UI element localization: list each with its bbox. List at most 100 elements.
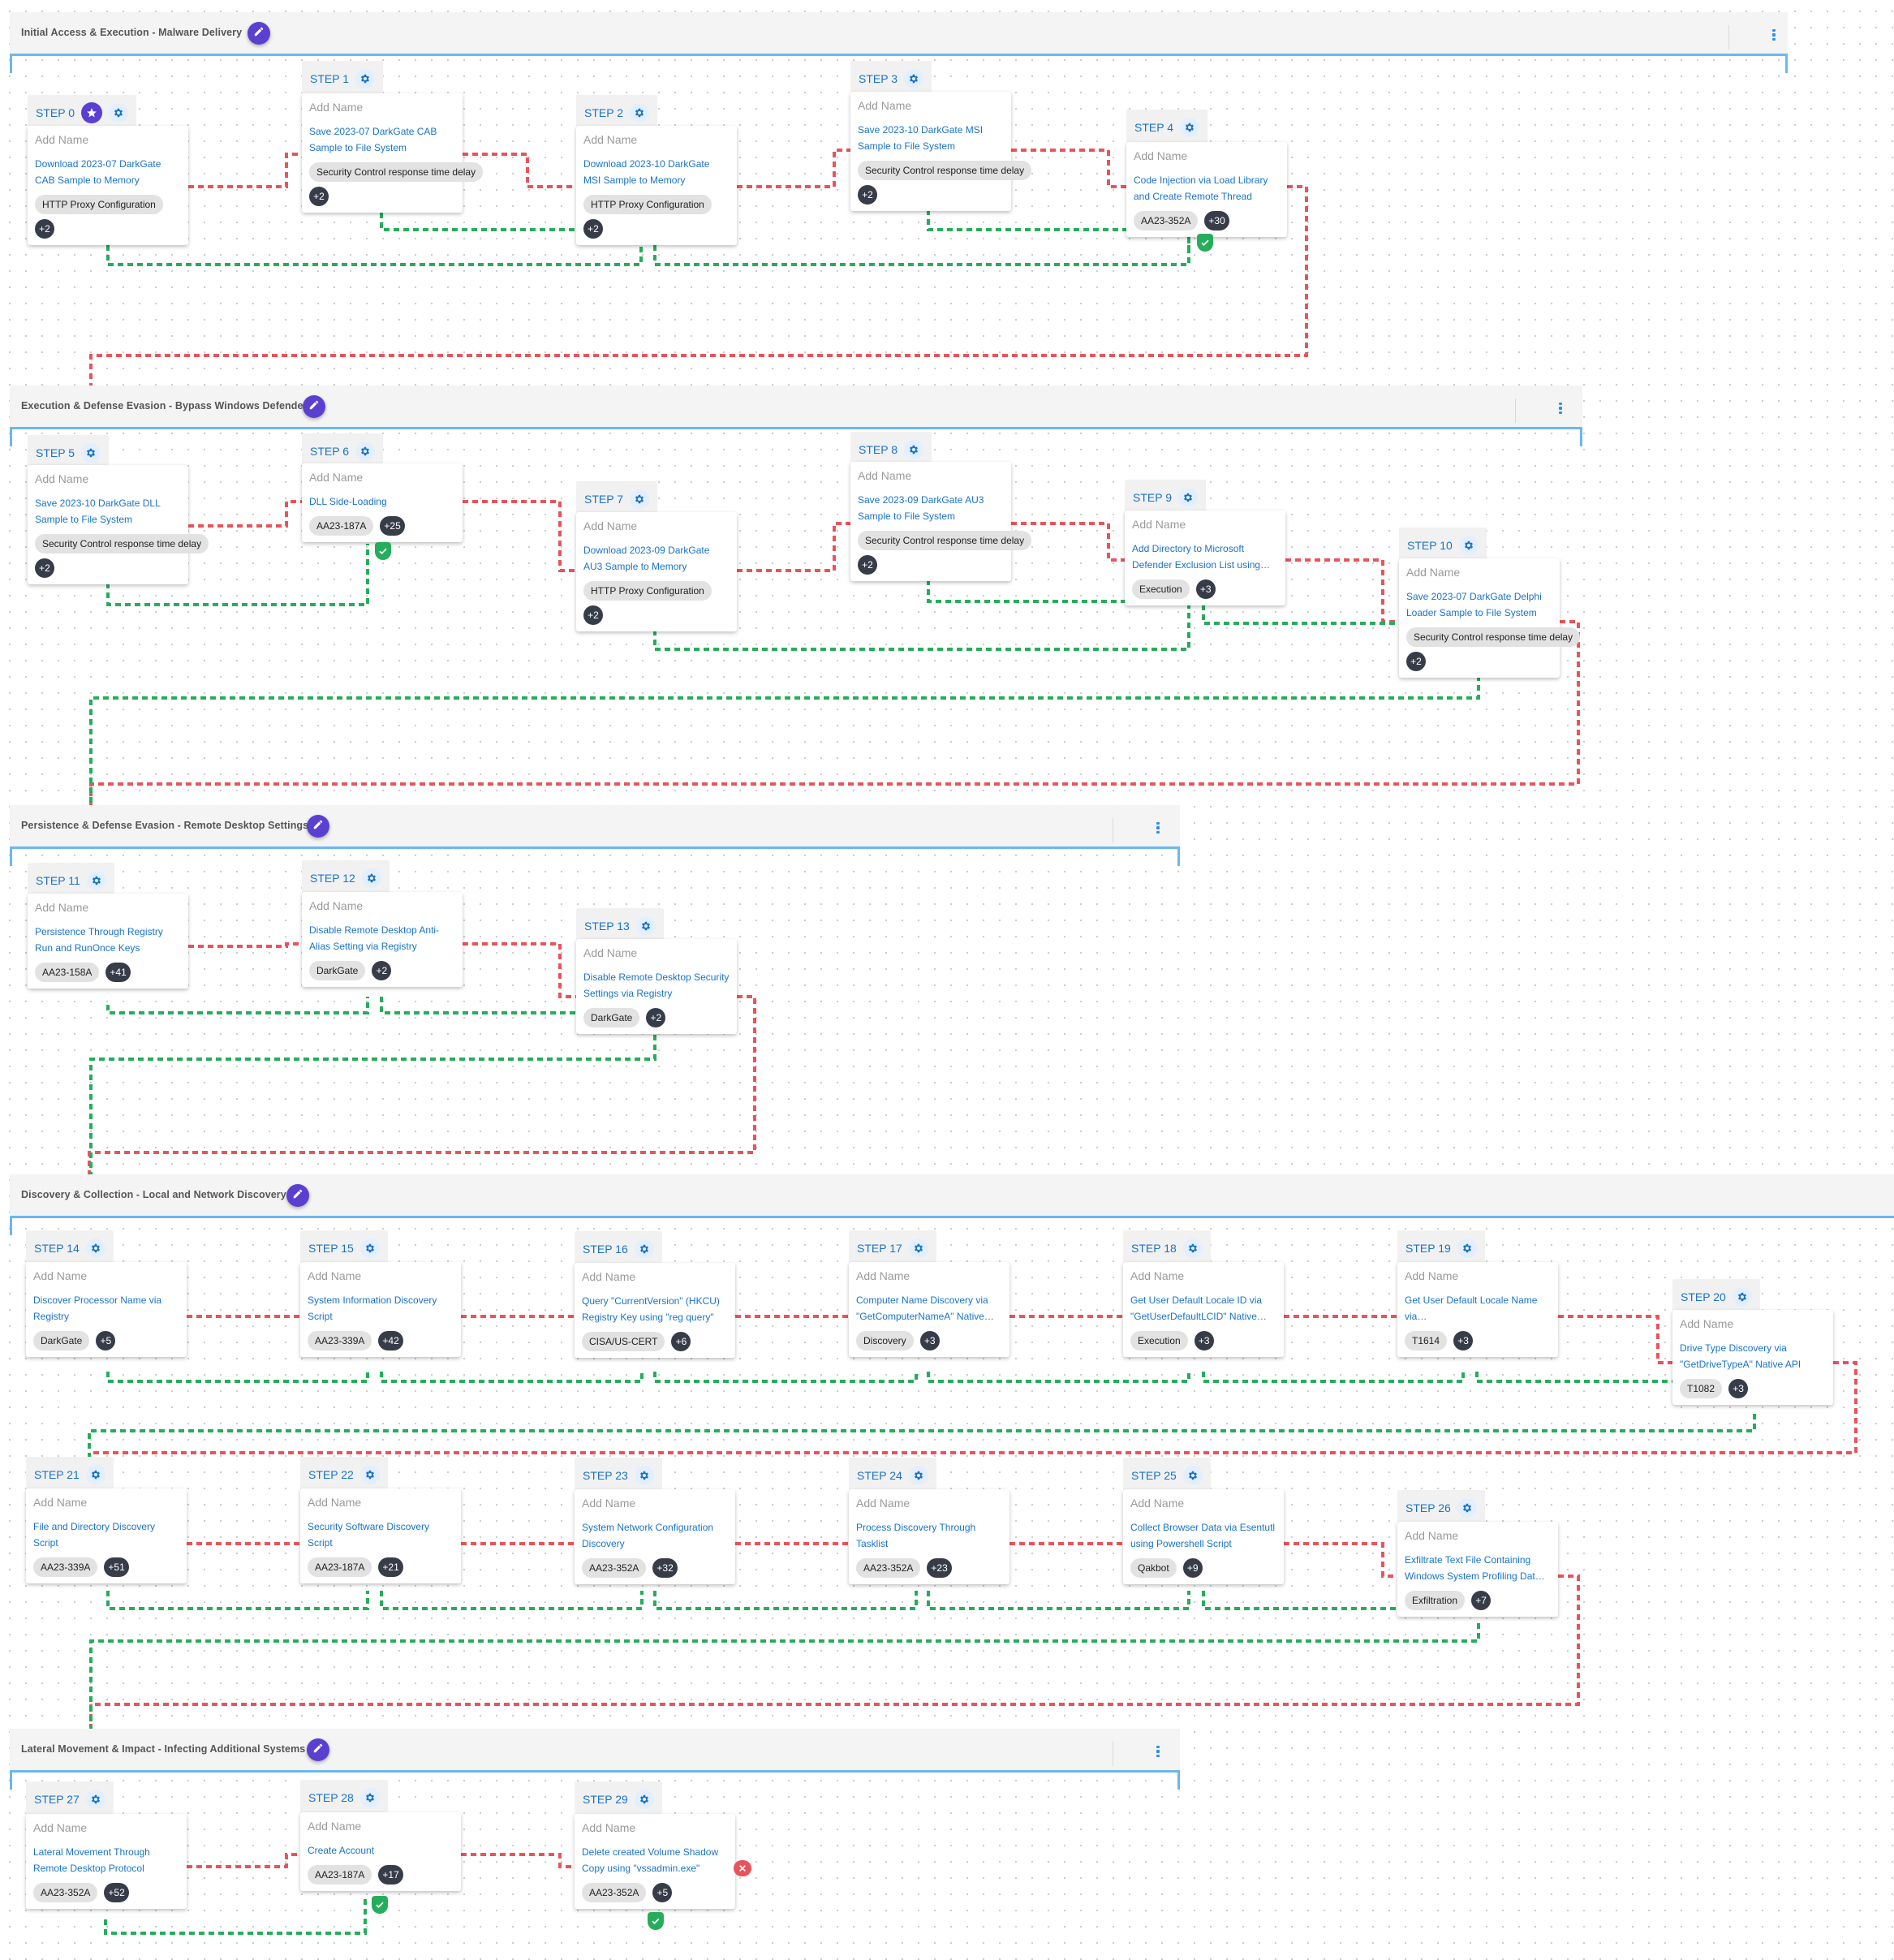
- technique-link[interactable]: Add Directory to Microsoft Defender Excl…: [1132, 543, 1271, 571]
- gear-icon[interactable]: [1182, 1466, 1203, 1485]
- more-tags-badge[interactable]: +21: [378, 1557, 403, 1577]
- tag-chip[interactable]: AA23-187A: [309, 516, 374, 536]
- step-name-field[interactable]: Add Name: [582, 1497, 636, 1510]
- tag-chip[interactable]: AA23-352A: [582, 1558, 647, 1578]
- more-tags-badge[interactable]: +5: [96, 1331, 116, 1350]
- more-tags-badge[interactable]: +17: [378, 1865, 403, 1885]
- technique-link[interactable]: Discover Processor Name via Registry: [33, 1294, 162, 1322]
- step-name-field[interactable]: Add Name: [1130, 1497, 1185, 1510]
- tag-chip[interactable]: DarkGate: [309, 961, 366, 980]
- technique-link[interactable]: Security Software Discovery Script: [308, 1521, 430, 1549]
- more-tags-badge[interactable]: +2: [372, 961, 392, 980]
- gear-icon[interactable]: [361, 868, 381, 888]
- tag-chip[interactable]: Security Control response time delay: [35, 534, 209, 554]
- tag-chip[interactable]: Security Control response time delay: [309, 162, 484, 182]
- more-tags-badge[interactable]: +2: [858, 185, 877, 205]
- gear-icon[interactable]: [908, 1238, 928, 1258]
- step-name-field[interactable]: Add Name: [308, 1269, 362, 1282]
- gear-icon[interactable]: [630, 103, 649, 123]
- technique-link[interactable]: File and Directory Discovery Script: [33, 1521, 156, 1549]
- more-tags-badge[interactable]: +3: [1728, 1379, 1749, 1398]
- step-name-field[interactable]: Add Name: [1130, 1269, 1185, 1282]
- technique-link[interactable]: Disable Remote Desktop Anti-Alias Settin…: [309, 924, 440, 952]
- tag-chip[interactable]: T1614: [1405, 1331, 1448, 1350]
- step-name-field[interactable]: Add Name: [1406, 566, 1461, 579]
- step-name-field[interactable]: Add Name: [308, 1496, 362, 1509]
- technique-link[interactable]: Collect Browser Data via Esentutl using …: [1130, 1522, 1276, 1549]
- more-vertical-icon[interactable]: [1555, 398, 1566, 418]
- step-name-field[interactable]: Add Name: [309, 471, 364, 484]
- gear-icon[interactable]: [1458, 536, 1479, 555]
- technique-link[interactable]: Download 2023-07 DarkGate CAB Sample to …: [35, 158, 161, 186]
- tag-chip[interactable]: AA23-187A: [308, 1557, 372, 1577]
- tag-chip[interactable]: DarkGate: [583, 1008, 640, 1027]
- gear-icon[interactable]: [630, 489, 649, 509]
- more-tags-badge[interactable]: +23: [927, 1558, 952, 1578]
- tag-chip[interactable]: Discovery: [856, 1331, 914, 1350]
- more-tags-badge[interactable]: +51: [104, 1557, 129, 1577]
- tag-chip[interactable]: AA23-158A: [35, 963, 100, 982]
- tag-chip[interactable]: AA23-352A: [33, 1883, 98, 1902]
- more-tags-badge[interactable]: +3: [1453, 1331, 1474, 1350]
- technique-link[interactable]: Drive Type Discovery via "GetDriveTypeA"…: [1680, 1342, 1801, 1370]
- more-vertical-icon[interactable]: [1152, 1742, 1164, 1761]
- technique-link[interactable]: Save 2023-10 DarkGate MSI Sample to File…: [858, 124, 984, 152]
- tag-chip[interactable]: Security Control response time delay: [1406, 627, 1581, 647]
- technique-link[interactable]: System Information Discovery Script: [308, 1294, 437, 1322]
- step-name-field[interactable]: Add Name: [309, 899, 364, 912]
- more-tags-badge[interactable]: +30: [1204, 211, 1229, 230]
- technique-link[interactable]: Download 2023-09 DarkGate AU3 Sample to …: [583, 545, 710, 572]
- gear-icon[interactable]: [1180, 118, 1199, 137]
- gear-icon[interactable]: [1732, 1287, 1752, 1307]
- gear-icon[interactable]: [904, 440, 923, 459]
- technique-link[interactable]: Delete created Volume Shadow Copy using …: [582, 1846, 719, 1874]
- technique-link[interactable]: Exfiltrate Text File Containing Windows …: [1405, 1554, 1545, 1582]
- tag-chip[interactable]: AA23-339A: [308, 1331, 372, 1350]
- step-name-field[interactable]: Add Name: [856, 1497, 910, 1510]
- gear-icon[interactable]: [1178, 488, 1198, 507]
- gear-icon[interactable]: [634, 1466, 654, 1485]
- more-tags-badge[interactable]: +7: [1471, 1591, 1492, 1610]
- gear-icon[interactable]: [904, 69, 923, 88]
- step-name-field[interactable]: Add Name: [856, 1269, 910, 1282]
- tag-chip[interactable]: HTTP Proxy Configuration: [583, 195, 712, 214]
- step-name-field[interactable]: Add Name: [582, 1270, 636, 1283]
- step-name-field[interactable]: Add Name: [583, 946, 638, 959]
- technique-link[interactable]: Query "CurrentVersion" (HKCU) Registry K…: [582, 1295, 720, 1323]
- tag-chip[interactable]: T1082: [1680, 1379, 1723, 1398]
- more-tags-badge[interactable]: +2: [583, 219, 603, 239]
- gear-icon[interactable]: [359, 1788, 380, 1807]
- step-name-field[interactable]: Add Name: [858, 99, 912, 112]
- technique-link[interactable]: Create Account: [308, 1845, 375, 1856]
- more-tags-badge[interactable]: +41: [105, 963, 131, 982]
- gear-icon[interactable]: [635, 916, 656, 936]
- step-name-field[interactable]: Add Name: [35, 901, 89, 914]
- tag-chip[interactable]: Execution: [1130, 1331, 1188, 1350]
- more-tags-badge[interactable]: +2: [646, 1008, 666, 1027]
- more-tags-badge[interactable]: +25: [380, 516, 405, 536]
- more-vertical-icon[interactable]: [1152, 818, 1164, 838]
- gear-icon[interactable]: [359, 1238, 380, 1258]
- edit-phase-button[interactable]: [286, 1184, 309, 1207]
- gear-icon[interactable]: [908, 1466, 928, 1485]
- step-name-field[interactable]: Add Name: [1405, 1529, 1459, 1542]
- technique-link[interactable]: System Network Configuration Discovery: [582, 1522, 714, 1549]
- technique-link[interactable]: Computer Name Discovery via "GetComputer…: [856, 1294, 994, 1322]
